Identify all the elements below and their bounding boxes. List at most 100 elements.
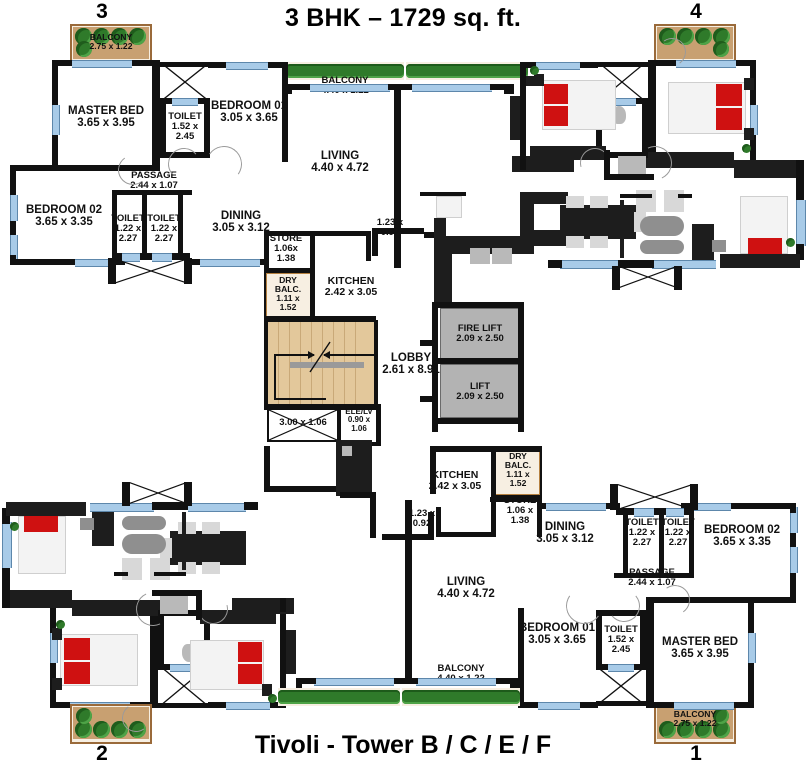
- wall: [142, 190, 147, 255]
- unit-number-4: 4: [690, 0, 702, 23]
- window: [310, 84, 390, 92]
- wall: [648, 60, 656, 165]
- window: [666, 508, 684, 517]
- dining-chair: [202, 562, 220, 574]
- wall: [10, 221, 16, 235]
- wall: [264, 320, 270, 408]
- wall: [790, 533, 796, 547]
- desk-chair: [618, 156, 646, 174]
- wall: [405, 534, 412, 684]
- nightstand: [744, 78, 754, 90]
- wardrobe: [628, 152, 734, 168]
- service-shaft: [267, 408, 339, 442]
- window: [608, 664, 634, 672]
- window: [412, 84, 492, 92]
- wall: [282, 62, 288, 162]
- window: [691, 503, 731, 511]
- window: [152, 253, 172, 262]
- wall: [160, 98, 166, 158]
- balcony-planter-br: [657, 707, 733, 739]
- wall: [436, 507, 441, 537]
- window: [790, 507, 798, 533]
- bed-pillow: [64, 638, 90, 660]
- window: [72, 60, 132, 68]
- wall: [432, 418, 524, 424]
- unit-number-1: 1: [690, 742, 702, 765]
- wall: [796, 160, 804, 202]
- nightstand: [744, 128, 754, 140]
- wall: [432, 358, 524, 364]
- wall: [394, 234, 401, 268]
- dining-table: [560, 205, 636, 239]
- hedge: [402, 690, 520, 704]
- wall: [372, 320, 378, 408]
- window: [314, 678, 394, 686]
- unit-number-2: 2: [96, 742, 108, 765]
- bed-pillow: [238, 642, 262, 662]
- nightstand: [52, 628, 62, 640]
- staircase: [268, 322, 374, 406]
- wall: [436, 302, 524, 308]
- wall: [160, 152, 210, 158]
- label-duct-br: 1.23 x 0.92: [408, 508, 436, 530]
- wall: [596, 610, 646, 616]
- window: [748, 633, 756, 663]
- wall: [616, 508, 694, 515]
- wall: [370, 492, 376, 538]
- unit-number-3: 3: [96, 0, 108, 23]
- window: [560, 260, 618, 269]
- wall: [366, 231, 371, 261]
- wall: [52, 60, 58, 105]
- dining-chair: [202, 522, 220, 534]
- bed-pillow: [544, 106, 568, 126]
- window: [676, 60, 736, 68]
- wall: [264, 446, 270, 490]
- wall: [52, 135, 58, 165]
- wall: [748, 663, 754, 708]
- wall: [405, 500, 412, 534]
- nightstand: [52, 678, 62, 690]
- wall: [10, 165, 160, 171]
- sofa: [122, 516, 166, 530]
- bed-pillow: [544, 84, 568, 104]
- desk-chair: [160, 596, 188, 614]
- wall: [504, 84, 514, 94]
- window: [200, 259, 260, 267]
- wall: [518, 608, 524, 708]
- window: [10, 235, 18, 261]
- wall: [264, 231, 316, 236]
- wall: [394, 84, 401, 234]
- wall: [430, 446, 542, 452]
- window: [52, 105, 60, 135]
- duct-shaft: [616, 484, 694, 510]
- wall: [178, 190, 183, 255]
- dining-chair: [590, 196, 608, 208]
- window: [172, 98, 198, 106]
- hedge: [286, 64, 404, 78]
- wall: [382, 534, 434, 540]
- wall: [646, 603, 654, 708]
- wall: [518, 302, 524, 432]
- wall: [310, 231, 370, 236]
- wall: [337, 404, 341, 446]
- wall: [112, 190, 192, 195]
- wall: [646, 597, 796, 603]
- wall: [659, 513, 664, 578]
- wall: [264, 404, 378, 410]
- window: [2, 522, 12, 568]
- window: [634, 508, 654, 517]
- wall: [689, 513, 694, 578]
- wall: [10, 165, 16, 195]
- wardrobe: [734, 160, 804, 178]
- duct-shaft-br: [596, 666, 646, 706]
- wall: [264, 268, 314, 273]
